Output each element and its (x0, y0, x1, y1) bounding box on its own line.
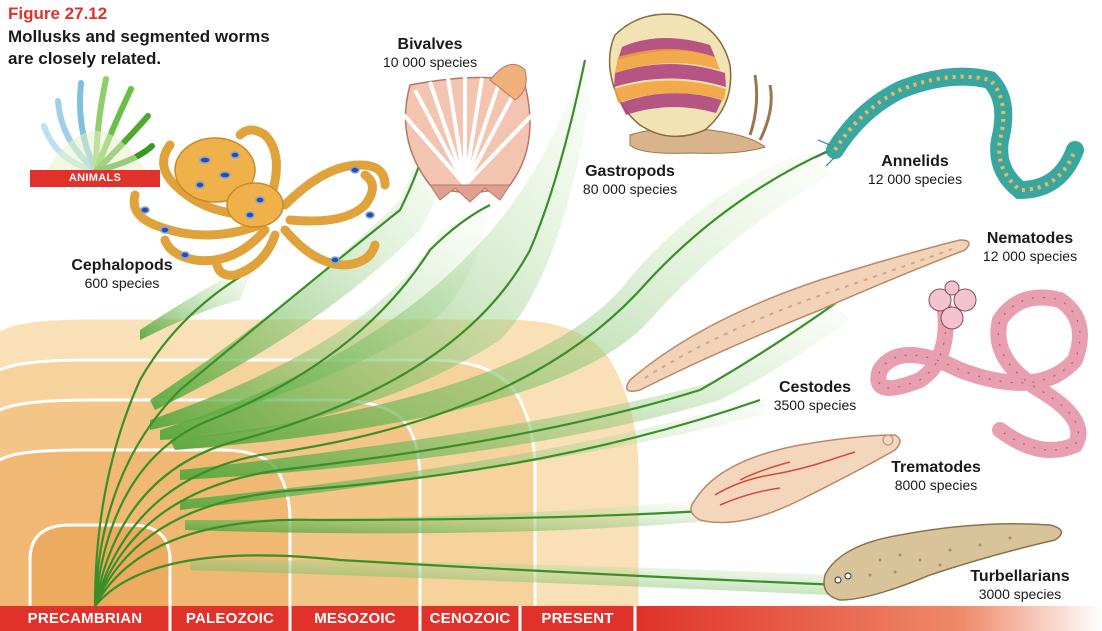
era-paleozoic: PALEOZOIC (170, 606, 290, 631)
era-mesozoic: MESOZOIC (290, 606, 420, 631)
fluke-illustration (691, 435, 900, 523)
taxon-nematodes: Nematodes 12 000 species (965, 229, 1095, 265)
taxon-trematodes: Trematodes 8000 species (873, 458, 999, 494)
taxon-name: Annelids (850, 152, 980, 171)
era-precambrian: PRECAMBRIAN (0, 606, 170, 631)
taxon-cephalopods: Cephalopods 600 species (62, 256, 182, 292)
taxon-species-count: 3000 species (945, 586, 1095, 603)
snail-illustration (610, 14, 772, 153)
taxon-species-count: 12 000 species (965, 248, 1095, 265)
animals-badge-label: ANIMALS (30, 170, 160, 187)
taxon-species-count: 10 000 species (365, 54, 495, 71)
era-present: PRESENT (520, 606, 635, 631)
taxon-name: Bivalves (365, 35, 495, 54)
era-cenozoic: CENOZOIC (420, 606, 520, 631)
taxon-name: Cephalopods (62, 256, 182, 275)
taxon-species-count: 8000 species (873, 477, 999, 494)
taxon-bivalves: Bivalves 10 000 species (365, 35, 495, 71)
tapeworm-illustration (878, 281, 1080, 450)
taxon-name: Turbellarians (945, 567, 1095, 586)
taxon-cestodes: Cestodes 3500 species (755, 378, 875, 414)
taxon-name: Gastropods (565, 162, 695, 181)
taxon-name: Cestodes (755, 378, 875, 397)
taxon-gastropods: Gastropods 80 000 species (565, 162, 695, 198)
taxon-species-count: 3500 species (755, 397, 875, 414)
taxon-name: Trematodes (873, 458, 999, 477)
taxon-annelids: Annelids 12 000 species (850, 152, 980, 188)
taxon-turbellarians: Turbellarians 3000 species (945, 567, 1095, 603)
taxon-species-count: 80 000 species (565, 181, 695, 198)
figure-number: Figure 27.12 (8, 4, 107, 24)
taxon-species-count: 600 species (62, 275, 182, 292)
figure-caption: Mollusks and segmented worms are closely… (8, 26, 298, 70)
taxon-name: Nematodes (965, 229, 1095, 248)
taxon-species-count: 12 000 species (850, 171, 980, 188)
